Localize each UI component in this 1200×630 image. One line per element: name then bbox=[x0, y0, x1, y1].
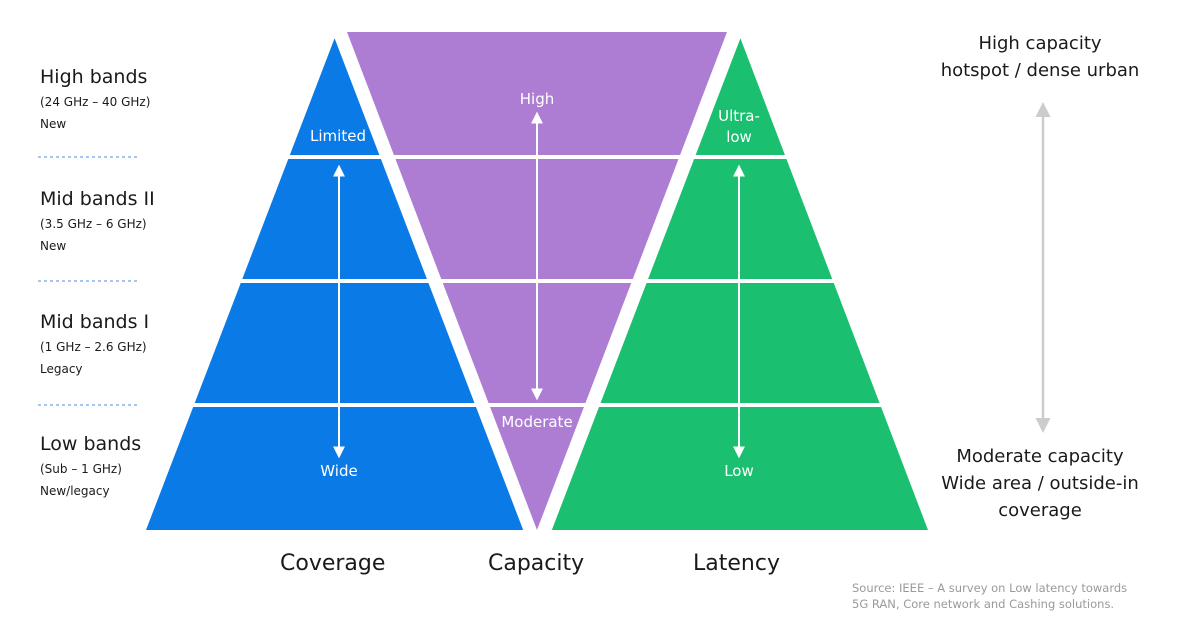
band-name: Mid bands I bbox=[40, 311, 150, 333]
band-status: New bbox=[40, 239, 67, 253]
moderate-capacity-caption: Moderate capacity Wide area / outside-in… bbox=[905, 443, 1175, 524]
band-range: (1 GHz – 2.6 GHz) bbox=[40, 340, 147, 354]
capacity-bottom-label: Moderate bbox=[501, 413, 572, 431]
latency-top-label-line1: Ultra- bbox=[718, 107, 760, 125]
band-status: New/legacy bbox=[40, 484, 110, 498]
band-range: (24 GHz – 40 GHz) bbox=[40, 95, 151, 109]
band-name: High bands bbox=[40, 66, 148, 88]
band-label-low: Low bands (Sub – 1 GHz) New/legacy bbox=[40, 433, 141, 499]
latency-title: Latency bbox=[693, 551, 780, 576]
coverage-title: Coverage bbox=[280, 551, 386, 576]
source-note: Source: IEEE – A survey on Low latency t… bbox=[852, 580, 1127, 612]
band-label-high: High bands (24 GHz – 40 GHz) New bbox=[40, 66, 150, 132]
band-range: (3.5 GHz – 6 GHz) bbox=[40, 217, 147, 231]
latency-bottom-label: Low bbox=[724, 462, 754, 480]
capacity-top-label: High bbox=[520, 90, 554, 108]
high-capacity-caption: High capacity hotspot / dense urban bbox=[905, 30, 1175, 84]
coverage-bottom-label: Wide bbox=[320, 462, 357, 480]
band-name: Low bands bbox=[40, 433, 142, 455]
band-label-mid-ii: Mid bands II (3.5 GHz – 6 GHz) New bbox=[40, 188, 155, 254]
latency-top-label-line2: low bbox=[726, 128, 752, 146]
source-line1: Source: IEEE – A survey on Low latency t… bbox=[852, 581, 1128, 595]
high-capacity-line2: hotspot / dense urban bbox=[940, 60, 1140, 81]
moderate-capacity-line1: Moderate capacity bbox=[956, 446, 1124, 467]
high-capacity-line1: High capacity bbox=[978, 33, 1102, 54]
band-status: Legacy bbox=[40, 362, 83, 376]
band-range: (Sub – 1 GHz) bbox=[40, 462, 122, 476]
moderate-capacity-line2: Wide area / outside-in bbox=[941, 473, 1139, 494]
moderate-capacity-line3: coverage bbox=[998, 500, 1082, 521]
source-line2: 5G RAN, Core network and Cashing solutio… bbox=[852, 597, 1115, 611]
coverage-top-label: Limited bbox=[310, 127, 366, 145]
band-status: New bbox=[40, 117, 67, 131]
capacity-title: Capacity bbox=[488, 551, 585, 576]
band-label-mid-i: Mid bands I (1 GHz – 2.6 GHz) Legacy bbox=[40, 311, 149, 377]
band-name: Mid bands II bbox=[40, 188, 155, 210]
